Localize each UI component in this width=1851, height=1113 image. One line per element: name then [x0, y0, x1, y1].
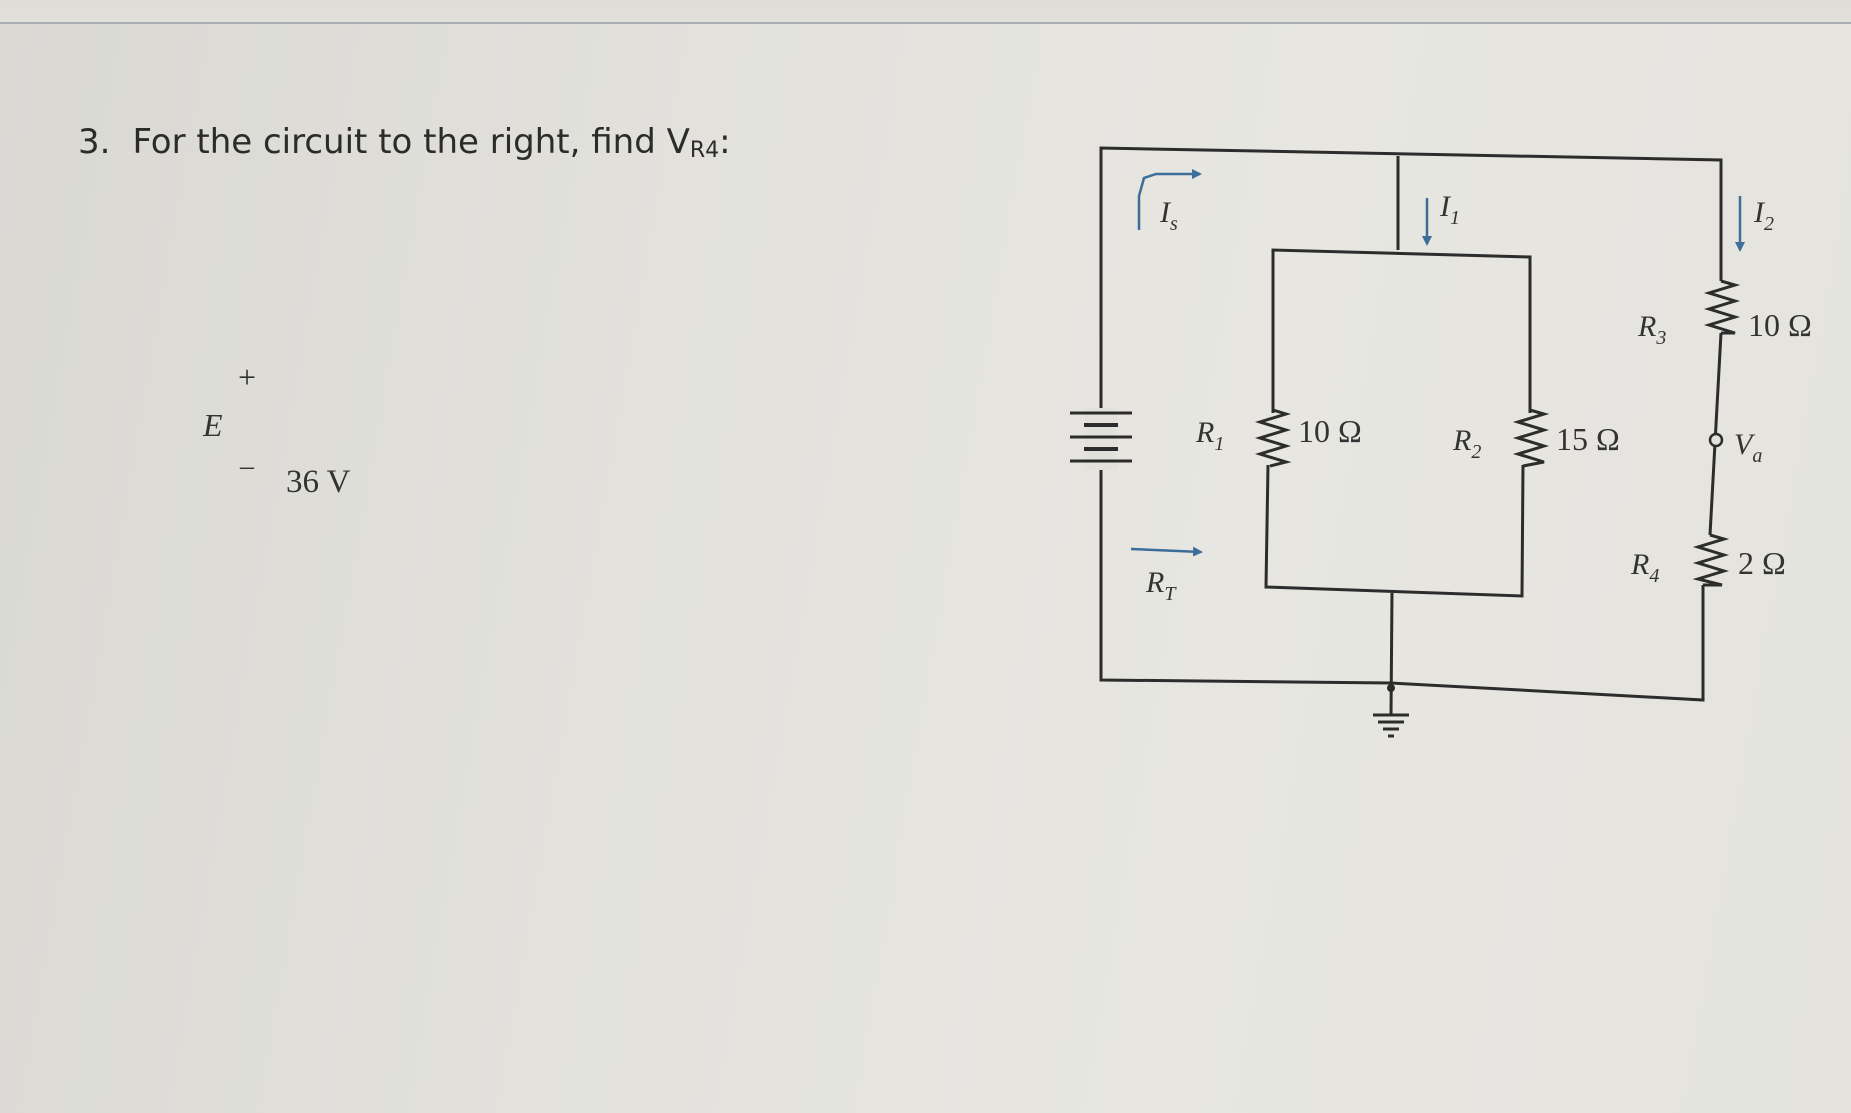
- resistor-r3: [1703, 279, 1741, 335]
- resistor-r2: [1512, 408, 1550, 468]
- i1-label: I1: [1439, 190, 1460, 229]
- minus-sign: –: [239, 451, 255, 482]
- r3-main: R: [1637, 310, 1656, 343]
- question-subscript: R4: [689, 138, 720, 163]
- wire-inner-bottom: [1264, 464, 1525, 598]
- question-subscript-wrap: R4: [689, 122, 720, 163]
- question-3: 3. For the circuit to the right, find VR4…: [78, 122, 731, 163]
- va-main: V: [1734, 428, 1756, 461]
- r4-main: R: [1630, 548, 1649, 581]
- r1-value: 10 Ω: [1298, 413, 1362, 449]
- va-sub: a: [1752, 445, 1762, 467]
- r2-sub: 2: [1471, 441, 1481, 463]
- r1-sub: 1: [1214, 433, 1224, 455]
- va-label: Va: [1734, 428, 1762, 467]
- wires: [1099, 146, 1723, 716]
- r2-value: 15 Ω: [1556, 421, 1620, 457]
- battery-symbol: [1070, 402, 1132, 476]
- ground-symbol: [1373, 684, 1409, 738]
- is-label: Is: [1159, 196, 1178, 235]
- i2-sub: 2: [1764, 213, 1774, 235]
- top-rule: [0, 0, 1851, 24]
- r3-label: R3: [1637, 310, 1666, 349]
- resistor-r1: [1254, 408, 1292, 468]
- r4-label: R4: [1630, 548, 1659, 587]
- r3-value: 10 Ω: [1748, 307, 1812, 343]
- source-value: 36 V: [286, 464, 351, 500]
- wire-ground-drop: [1389, 592, 1394, 716]
- resistor-r4: [1692, 533, 1730, 587]
- rt-main: R: [1145, 566, 1164, 599]
- rt-label: RT: [1145, 566, 1177, 605]
- r2-label: R2: [1452, 424, 1481, 463]
- is-sub: s: [1170, 213, 1178, 235]
- question-number: 3.: [78, 122, 111, 162]
- r4-sub: 4: [1649, 565, 1659, 587]
- i2-label: I2: [1753, 196, 1774, 235]
- r2-main: R: [1452, 424, 1471, 457]
- r1-main: R: [1195, 416, 1214, 449]
- i1-sub: 1: [1450, 207, 1460, 229]
- source-e-label: E: [202, 407, 223, 443]
- rt-sub: T: [1164, 583, 1177, 605]
- arrow-is: [1137, 169, 1202, 230]
- question-suffix: :: [719, 122, 731, 162]
- r3-sub: 3: [1655, 327, 1666, 349]
- r1-label: R1: [1195, 416, 1224, 455]
- plus-sign: +: [238, 359, 256, 395]
- arrow-rt: [1130, 546, 1203, 557]
- resistors: [1254, 279, 1741, 587]
- r4-value: 2 Ω: [1738, 545, 1786, 581]
- wire-outer-bottom: [1099, 468, 1705, 702]
- va-node: [1708, 432, 1724, 448]
- i2-main: I: [1753, 196, 1766, 229]
- wire-inner-top: [1271, 248, 1532, 413]
- i1-main: I: [1439, 190, 1452, 223]
- current-arrows: [1130, 169, 1745, 557]
- is-main: I: [1159, 196, 1172, 229]
- wire-source-top: [1099, 146, 1723, 665]
- question-text: For the circuit to the right, find V: [132, 122, 690, 162]
